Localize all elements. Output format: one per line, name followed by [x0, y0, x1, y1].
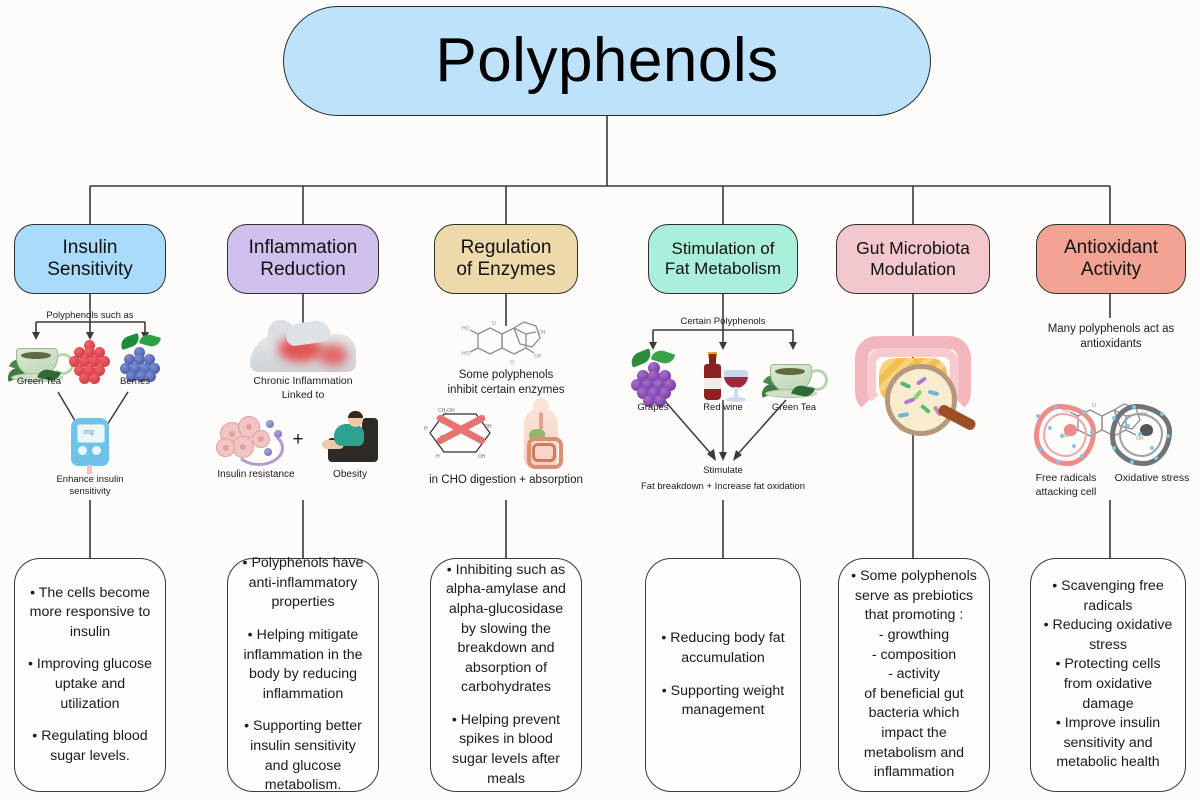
outcome-box-insulin-sensitivity: • The cells become more responsive to in…	[14, 558, 166, 792]
green-tea-label: Green Tea	[16, 376, 62, 387]
outcome-item: • Regulating blood sugar levels.	[32, 728, 148, 764]
svg-text:H: H	[436, 454, 440, 460]
stimulate-label: Stimulate	[703, 465, 743, 476]
svg-text:OH: OH	[538, 330, 546, 336]
insulin-resistance-icon	[216, 414, 288, 466]
outcome-box-gut-microbiota-modulation: • Some polyphenols serve as prebiotics t…	[838, 558, 990, 792]
outcome-box-regulation-of-enzymes: • Inhibiting such as alpha-amylase and a…	[430, 558, 582, 792]
outcome-item: • Reducing body fat accumulation	[661, 630, 785, 666]
svg-text:OH: OH	[478, 454, 486, 460]
svg-text:O: O	[1092, 403, 1096, 409]
free-radicals-cell-icon	[1034, 404, 1096, 466]
outcome-item: - activity	[887, 666, 941, 683]
outcome-item: • Some polyphenols serve as prebiotics t…	[851, 568, 977, 624]
oxidative-stress-cell-icon	[1110, 404, 1172, 466]
outcome-item: • Helping prevent spikes in blood sugar …	[451, 711, 561, 787]
outcome-item: • Reducing oxidative stress	[1043, 617, 1173, 653]
red-wine-icon	[698, 352, 752, 406]
svg-text:O: O	[510, 360, 514, 366]
outcome-item: • The cells become more responsive to in…	[29, 584, 151, 640]
svg-text:OH: OH	[534, 354, 542, 360]
outcome-item: - growthing	[878, 627, 950, 644]
outcome-item: • Helping mitigate inflammation in the b…	[243, 627, 363, 702]
blackberry-icon	[118, 332, 166, 382]
outcome-box-inflammation-reduction: • Polyphenols have anti-inflammatory pro…	[227, 555, 379, 794]
outcome-box-stimulation-of-fat-metabolism: • Reducing body fat accumulation • Suppo…	[645, 558, 801, 792]
svg-text:OH: OH	[484, 424, 492, 430]
obesity-label: Obesity	[333, 469, 367, 480]
green-tea-icon-2	[758, 356, 828, 400]
insulin-source-label: Polyphenols such as	[46, 310, 134, 321]
main-title-banner: Polyphenols	[283, 6, 931, 116]
green-tea-icon	[4, 340, 74, 384]
svg-text:HO: HO	[462, 326, 470, 332]
outcome-item: • Protecting cells from oxidative damage	[1055, 656, 1161, 712]
outcome-item: - composition	[871, 646, 957, 663]
glucose-meter-icon: mg	[71, 418, 109, 474]
outcome-item: • Supporting better insulin sensitivity …	[244, 718, 362, 794]
fat-breakdown-label: Fat breakdown + Increase fat oxidation	[641, 481, 805, 492]
svg-text:CH₂OH: CH₂OH	[438, 408, 455, 414]
svg-text:O: O	[492, 321, 496, 327]
outcome-box-antioxidant-activity: • Scavenging free radicals • Reducing ox…	[1030, 558, 1186, 792]
green-tea-label-2: Green Tea	[771, 402, 817, 413]
cho-digestion-caption: in CHO digestion + absorption	[429, 474, 583, 486]
linked-to-label: Linked to	[281, 389, 325, 401]
outcome-item: • Polyphenols have anti-inflammatory pro…	[242, 555, 364, 611]
chronic-inflammation-icon	[244, 318, 362, 374]
outcome-item: • Supporting weight management	[661, 682, 785, 719]
outcome-item: • Improving glucose uptake and utilizati…	[27, 656, 153, 712]
oxidative-stress-label: Oxidative stress	[1114, 472, 1190, 484]
outcome-item: of beneficial gut bacteria which impact …	[863, 685, 965, 781]
outcome-item: • Inhibiting such as alpha-amylase and a…	[446, 561, 566, 696]
polyphenol-molecule-icon: HO HO OH OH O O	[462, 320, 1200, 368]
svg-text:HO: HO	[462, 351, 470, 357]
outcome-item: • Improve insulin sensitivity and metabo…	[1055, 715, 1161, 771]
page-title: Polyphenols	[435, 26, 779, 95]
svg-text:H: H	[424, 426, 428, 432]
red-wine-label: Red wine	[703, 402, 743, 413]
fat-source-label: Certain Polyphenols	[680, 316, 766, 327]
raspberry-icon	[68, 340, 114, 384]
obesity-icon	[318, 411, 380, 464]
berries-label: Berries	[119, 376, 151, 387]
outcome-item: • Scavenging free radicals	[1052, 578, 1164, 614]
chronic-inflammation-label: Chronic Inflammation	[253, 375, 353, 387]
grapes-icon	[626, 347, 682, 407]
gut-microbiota-icon	[845, 330, 981, 440]
grapes-label: Grapes	[637, 402, 669, 413]
insulin-resistance-label: Insulin resistance	[217, 469, 295, 480]
digestive-system-icon	[514, 398, 568, 470]
plus-sign: +	[292, 429, 304, 450]
